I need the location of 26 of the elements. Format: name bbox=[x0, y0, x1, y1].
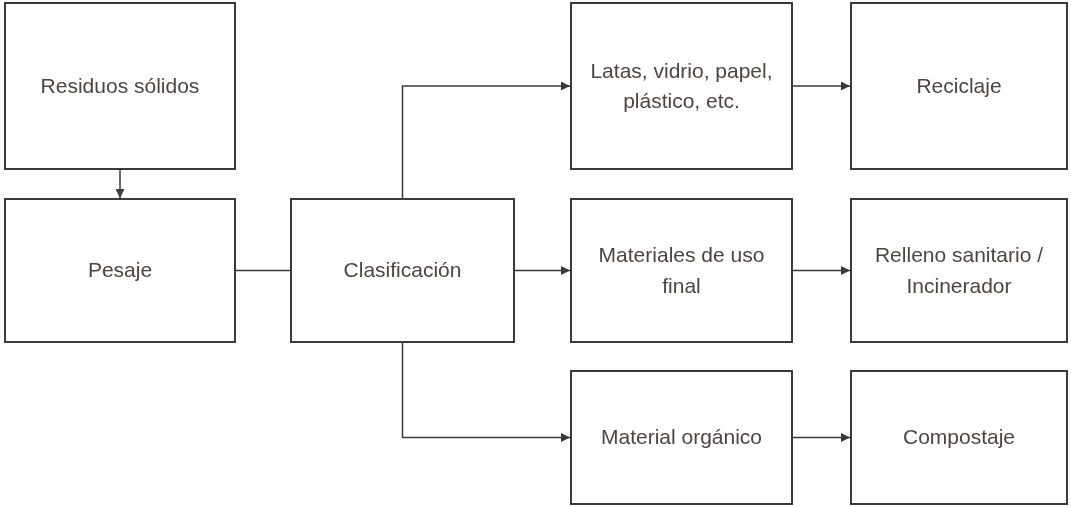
process-box bbox=[570, 2, 793, 170]
box-label: Pesaje bbox=[86, 257, 154, 284]
process-box bbox=[850, 370, 1068, 505]
box-label: Residuos sólidos bbox=[39, 72, 201, 99]
arrow bbox=[115, 169, 125, 199]
process-box bbox=[570, 370, 793, 505]
box-label: Compostaje bbox=[901, 424, 1017, 451]
box-label: Clasificación bbox=[342, 257, 463, 284]
box-label: Material orgánico bbox=[599, 424, 764, 451]
box-label: Latas, vidrio, papel, plástico, etc. bbox=[589, 57, 774, 114]
process-box bbox=[570, 198, 793, 343]
arrow bbox=[792, 81, 851, 91]
process-box bbox=[4, 2, 236, 170]
process-box bbox=[850, 2, 1068, 170]
process-box bbox=[290, 198, 515, 343]
box-label: Relleno sanitario / Incinerador bbox=[873, 242, 1045, 299]
arrow bbox=[401, 81, 571, 199]
arrow bbox=[514, 266, 571, 275]
arrow bbox=[792, 433, 851, 442]
arrow bbox=[792, 266, 851, 275]
process-box bbox=[850, 198, 1068, 343]
process-box bbox=[4, 198, 236, 343]
arrow bbox=[401, 342, 571, 442]
box-label: Reciclaje bbox=[915, 72, 1003, 99]
connector-line bbox=[235, 269, 291, 272]
box-label: Materiales de uso final bbox=[597, 242, 766, 299]
